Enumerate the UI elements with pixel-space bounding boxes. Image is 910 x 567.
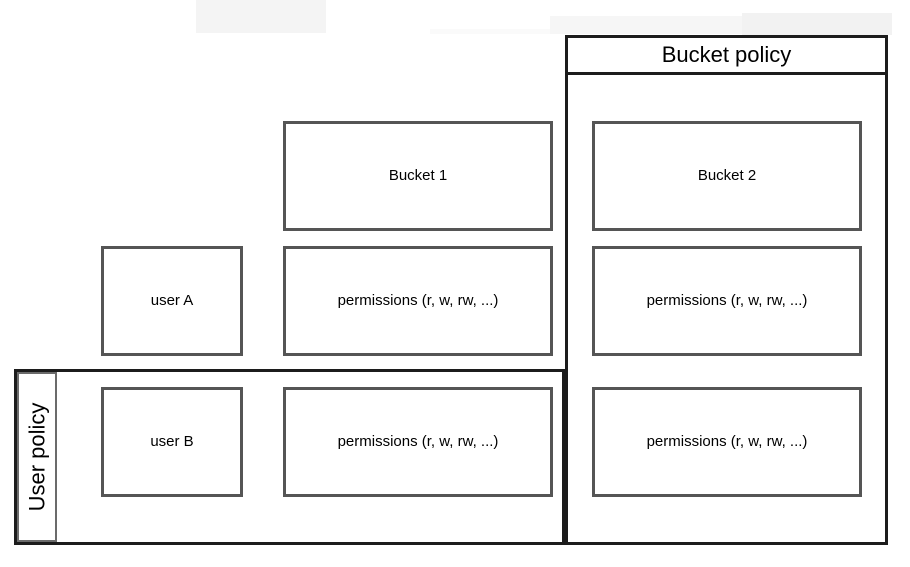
user-b-label: user B — [150, 433, 194, 450]
user-b-bucket-2-permissions-label: permissions (r, w, rw, ...) — [646, 433, 808, 450]
user-b-card: user B — [101, 387, 243, 497]
user-a-bucket-1-permissions-card: permissions (r, w, rw, ...) — [283, 246, 553, 356]
bucket-2-header-card: Bucket 2 — [592, 121, 862, 231]
user-a-bucket-1-permissions-label: permissions (r, w, rw, ...) — [337, 292, 499, 309]
bucket-policy-title: Bucket policy — [661, 42, 792, 67]
scan-artifact — [196, 0, 326, 33]
bucket-policy-title-bar: Bucket policy — [568, 38, 885, 75]
user-b-bucket-1-permissions-card: permissions (r, w, rw, ...) — [283, 387, 553, 497]
bucket-2-label: Bucket 2 — [697, 167, 757, 184]
scan-artifact — [430, 29, 550, 34]
bucket-1-header-card: Bucket 1 — [283, 121, 553, 231]
user-policy-label-cell: User policy — [17, 372, 57, 542]
user-a-label: user A — [150, 292, 194, 309]
scan-artifact — [742, 13, 892, 35]
scan-artifact — [550, 16, 750, 34]
bucket-1-label: Bucket 1 — [388, 167, 448, 184]
user-a-bucket-2-permissions-card: permissions (r, w, rw, ...) — [592, 246, 862, 356]
user-a-card: user A — [101, 246, 243, 356]
user-b-bucket-1-permissions-label: permissions (r, w, rw, ...) — [337, 433, 499, 450]
user-b-bucket-2-permissions-card: permissions (r, w, rw, ...) — [592, 387, 862, 497]
user-policy-title: User policy — [24, 402, 49, 512]
user-a-bucket-2-permissions-label: permissions (r, w, rw, ...) — [646, 292, 808, 309]
